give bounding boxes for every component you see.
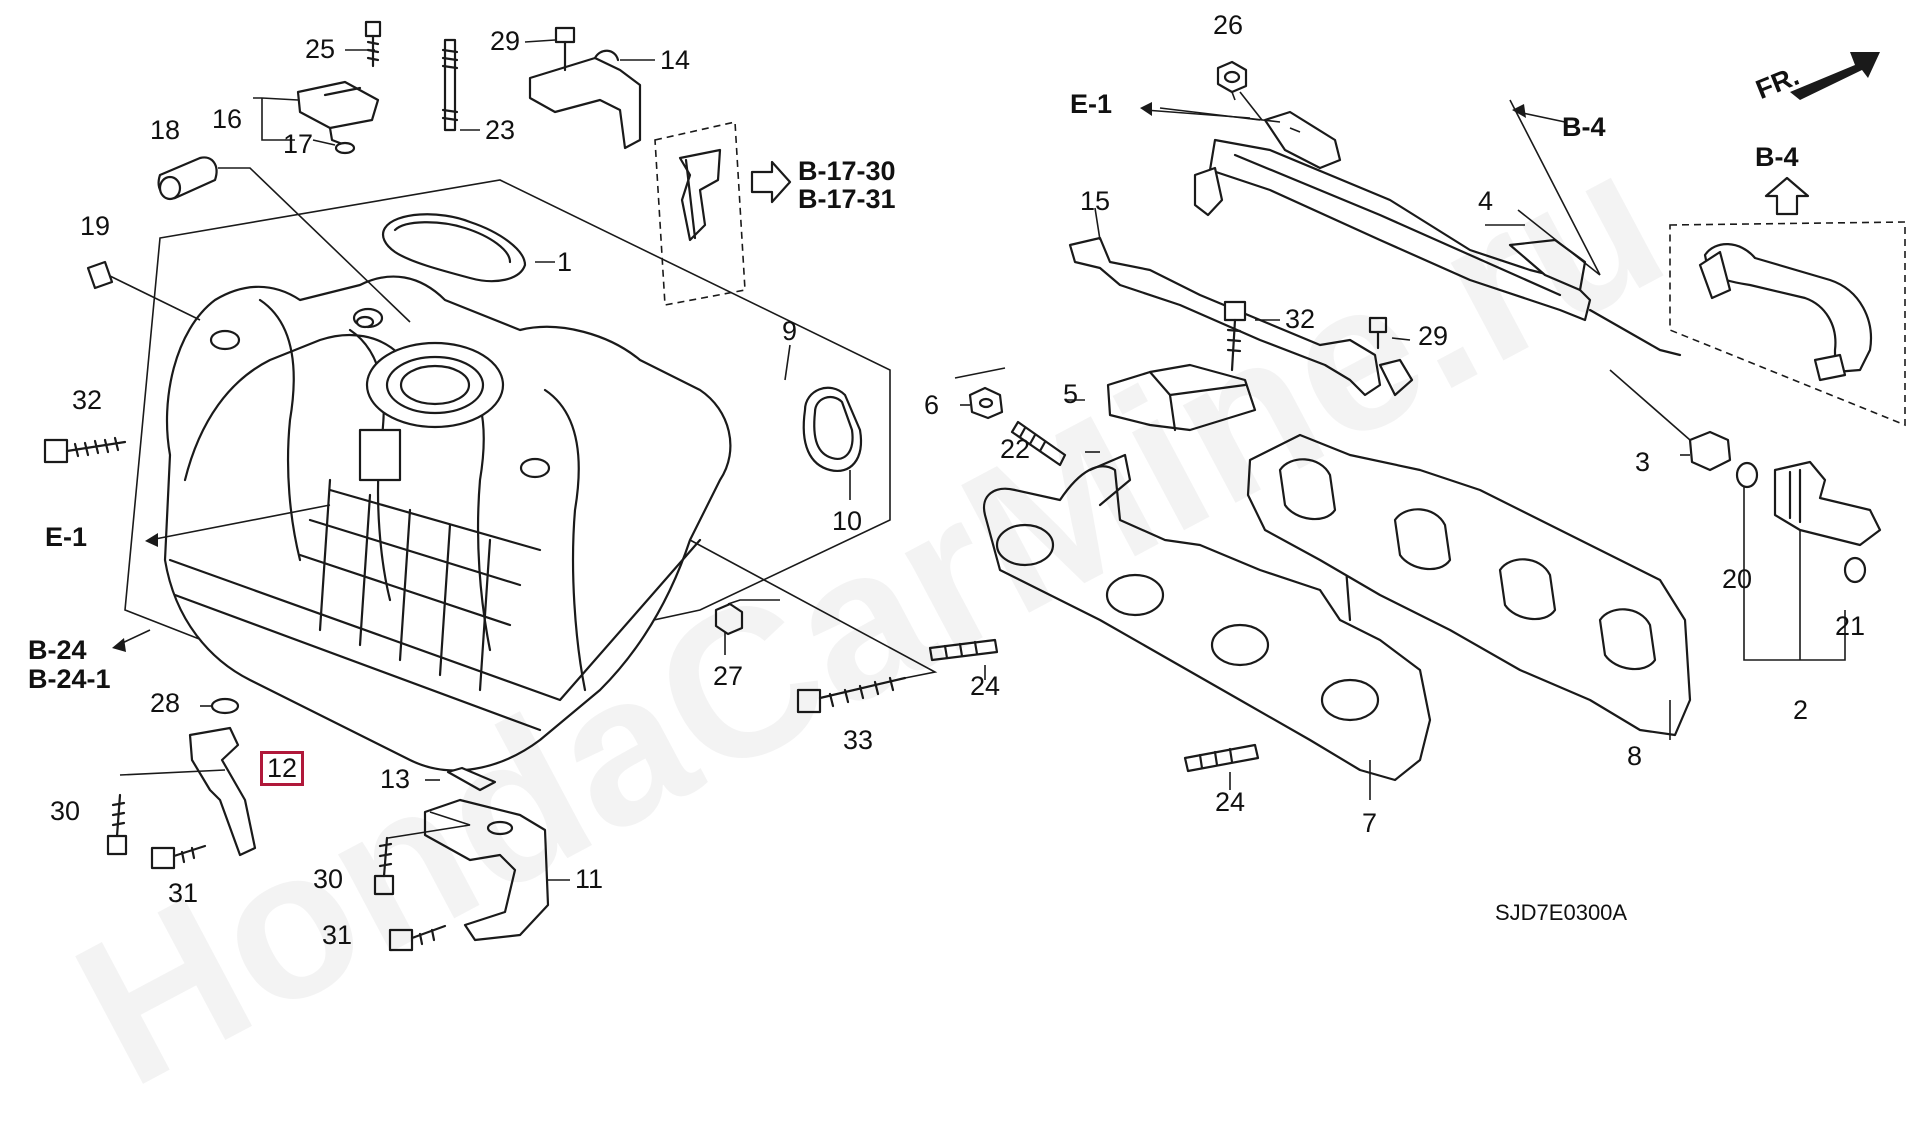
callout-22[interactable]: 22 <box>1000 434 1031 464</box>
callout-33[interactable]: 33 <box>843 725 874 755</box>
callout-20[interactable]: 20 <box>1722 564 1753 594</box>
stud-23 <box>441 38 459 132</box>
seal-20 <box>1735 461 1759 489</box>
nut-26 <box>1216 60 1248 94</box>
callout-28[interactable]: 28 <box>150 688 181 718</box>
plug-19 <box>86 260 201 321</box>
ref-arrows <box>112 102 1566 652</box>
manifold-7 <box>982 453 1432 782</box>
cap-18 <box>157 156 218 201</box>
callout-26[interactable]: 26 <box>1213 10 1244 40</box>
bracket-14 <box>528 49 642 150</box>
diagram-code: SJD7E0300A <box>1495 900 1628 925</box>
callout-8[interactable]: 8 <box>1627 741 1643 771</box>
callout-30-left[interactable]: 30 <box>50 796 81 826</box>
seal-21 <box>1843 556 1867 584</box>
fuel-rail-4 <box>1193 110 1682 357</box>
callout-21[interactable]: 21 <box>1835 611 1866 641</box>
map-sensor-16 <box>296 80 380 147</box>
callout-17[interactable]: 17 <box>283 129 314 159</box>
callout-29-right[interactable]: 29 <box>1418 321 1449 351</box>
callout-18[interactable]: 18 <box>150 115 181 145</box>
bracket-12 <box>188 726 257 857</box>
gasket-8 <box>1246 433 1692 737</box>
callout-24-left[interactable]: 24 <box>970 671 1001 701</box>
bolt-33 <box>689 539 938 714</box>
ref-arrow-b4 <box>1764 176 1810 216</box>
clip-3 <box>1688 430 1732 472</box>
gasket-10 <box>802 386 863 473</box>
ref-b4-right[interactable]: B-4 <box>1755 142 1799 172</box>
bracket-11 <box>423 798 550 942</box>
leader-lines <box>200 39 1690 881</box>
callout-24-right[interactable]: 24 <box>1215 787 1246 817</box>
callout-16[interactable]: 16 <box>212 104 243 134</box>
callout-7[interactable]: 7 <box>1362 808 1378 838</box>
stud-24-right <box>1183 743 1260 773</box>
callout-12-highlighted[interactable]: 12 <box>260 751 305 786</box>
callout-5[interactable]: 5 <box>1063 379 1079 409</box>
hose-box <box>1669 221 1906 427</box>
ref-b4-top[interactable]: B-4 <box>1562 112 1606 142</box>
washer-28 <box>210 697 240 715</box>
gasket-1 <box>381 213 527 283</box>
callout-6[interactable]: 6 <box>924 390 940 420</box>
bolt-30-right <box>373 836 395 896</box>
callout-32-left[interactable]: 32 <box>72 385 103 415</box>
callout-3[interactable]: 3 <box>1635 447 1651 477</box>
callout-32-right[interactable]: 32 <box>1285 304 1316 334</box>
front-direction-arrow <box>1790 52 1880 100</box>
bolt-32-left <box>43 436 127 464</box>
clip-box <box>654 121 746 306</box>
stud-22 <box>1010 420 1067 467</box>
callout-19[interactable]: 19 <box>80 211 111 241</box>
bolt-30-left <box>106 793 128 856</box>
parts-diagram <box>43 20 1906 952</box>
callout-31-left[interactable]: 31 <box>168 878 199 908</box>
callout-25[interactable]: 25 <box>305 34 336 64</box>
ref-e1-top[interactable]: E-1 <box>1070 89 1113 119</box>
stud-24-left <box>928 638 999 662</box>
callout-29-top[interactable]: 29 <box>490 26 521 56</box>
bolt-29-right <box>1368 316 1388 350</box>
nut-27 <box>714 602 744 636</box>
callout-14[interactable]: 14 <box>660 45 691 75</box>
callout-1[interactable]: 1 <box>557 247 573 277</box>
callout-11[interactable]: 11 <box>575 864 604 894</box>
ref-e1-left[interactable]: E-1 <box>45 522 88 552</box>
cover-5 <box>1106 363 1257 432</box>
bolt-31-left <box>150 844 207 870</box>
ref-b24[interactable]: B-24 <box>28 635 87 665</box>
callout-13[interactable]: 13 <box>380 764 411 794</box>
bolt-32-right <box>1223 300 1247 372</box>
washer-6 <box>968 386 1004 420</box>
manifold-assembly-box <box>124 179 891 691</box>
ref-b24-1[interactable]: B-24-1 <box>28 664 111 694</box>
ref-b17-31[interactable]: B-17-31 <box>798 184 896 214</box>
callout-23[interactable]: 23 <box>485 115 516 145</box>
callout-27[interactable]: 27 <box>713 661 744 691</box>
gasket-13 <box>446 766 497 792</box>
callout-31-right[interactable]: 31 <box>322 920 353 950</box>
injector-2 <box>1773 460 1882 547</box>
intake-manifold <box>163 275 732 772</box>
bolt-29-top <box>554 26 576 72</box>
bolt-25 <box>364 20 382 68</box>
ref-b17-30[interactable]: B-17-30 <box>798 156 896 186</box>
callout-2[interactable]: 2 <box>1793 695 1809 725</box>
callout-4[interactable]: 4 <box>1478 186 1494 216</box>
callout-9[interactable]: 9 <box>782 316 798 346</box>
callout-15[interactable]: 15 <box>1080 186 1111 216</box>
bolt-31-right <box>388 924 447 952</box>
callout-10[interactable]: 10 <box>832 506 863 536</box>
ref-arrow-b17 <box>750 160 792 204</box>
callout-30-right[interactable]: 30 <box>313 864 344 894</box>
o-ring-17 <box>334 141 356 155</box>
